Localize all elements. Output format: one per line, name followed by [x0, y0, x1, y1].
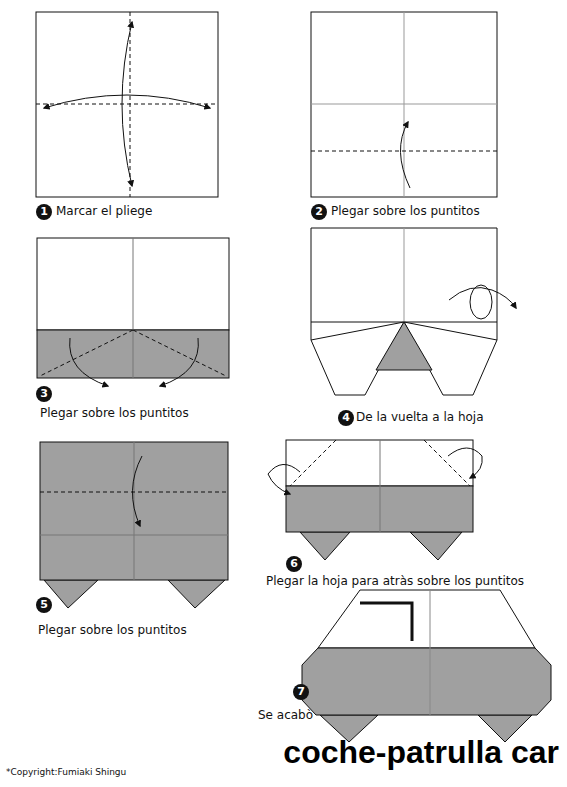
paper-back: [40, 442, 228, 580]
window-bracket: [360, 603, 412, 641]
fold-arrow: [44, 95, 210, 108]
step-caption: Marcar el pliege: [56, 204, 152, 218]
step-caption: Se acabò: [258, 708, 313, 722]
car-body: [302, 648, 551, 715]
crease-line: [133, 238, 134, 378]
turn-over-symbol: [470, 285, 492, 319]
fold-edge: [404, 322, 497, 340]
step-4-paper: [311, 228, 516, 395]
fold-back-arrow: [448, 448, 482, 478]
step-number-circle: 2: [311, 204, 327, 220]
fold-line: [424, 440, 470, 486]
crease-line: [430, 590, 431, 715]
fold-line: [311, 151, 497, 152]
wheel-flap: [410, 532, 462, 560]
step-number-circle: 7: [293, 684, 309, 700]
copyright-note: *Copyright:Fumiaki Shingu: [6, 767, 126, 778]
step-caption: Plegar sobre los puntitos: [38, 623, 187, 637]
diagram-title: coche-patrulla car: [283, 733, 559, 771]
step-number: 2: [315, 205, 323, 218]
step-number: 1: [40, 205, 48, 218]
paper-outline: [311, 228, 497, 395]
wheel-flap: [44, 580, 98, 608]
step-1-paper: [36, 12, 218, 197]
wheel-flap: [168, 580, 225, 608]
step-caption: Plegar sobre los puntitos: [40, 406, 189, 420]
step-2-paper: [311, 12, 497, 197]
crease-line: [404, 228, 405, 322]
step-number-circle: 5: [36, 597, 52, 613]
fold-line: [40, 492, 228, 493]
car-roof: [318, 590, 535, 648]
fold-arrow: [160, 338, 198, 386]
step-caption: Plegar sobre los puntitos: [331, 204, 480, 218]
fold-edge: [311, 322, 404, 340]
turn-over-arrow: [449, 288, 516, 308]
finished-car: [302, 590, 551, 742]
step-number: 7: [297, 685, 305, 698]
step-number-circle: 4: [338, 410, 354, 426]
wheel-flap: [300, 532, 350, 560]
step-number-circle: 1: [36, 204, 52, 220]
step-caption: Plegar la hoja para atràs sobre los punt…: [266, 574, 524, 588]
step-number: 4: [342, 411, 350, 424]
crease-line: [380, 440, 381, 532]
step-caption: De la vuelta a la hoja: [356, 410, 484, 424]
fold-line: [290, 440, 336, 486]
fold-arrow: [400, 122, 410, 188]
fold-arrow: [70, 338, 108, 386]
step-3-paper: [37, 238, 229, 386]
step-number: 5: [40, 598, 48, 611]
grey-triangle: [376, 322, 432, 370]
step-number: 3: [40, 387, 48, 400]
step-6-paper: [268, 440, 482, 560]
fold-line: [40, 330, 133, 376]
step-number-circle: 6: [286, 556, 302, 572]
step-number-circle: 3: [36, 386, 52, 402]
fold-arrow: [122, 22, 132, 186]
fold-line: [133, 330, 226, 376]
fold-back-arrow: [268, 464, 300, 494]
paper-square: [311, 12, 497, 197]
crease-line: [311, 104, 497, 105]
fold-line: [36, 104, 218, 105]
crease-line: [40, 535, 228, 536]
step-5-paper: [40, 442, 228, 608]
step-number: 6: [290, 557, 298, 570]
paper-square: [36, 12, 218, 197]
fold-arrow: [132, 456, 142, 526]
